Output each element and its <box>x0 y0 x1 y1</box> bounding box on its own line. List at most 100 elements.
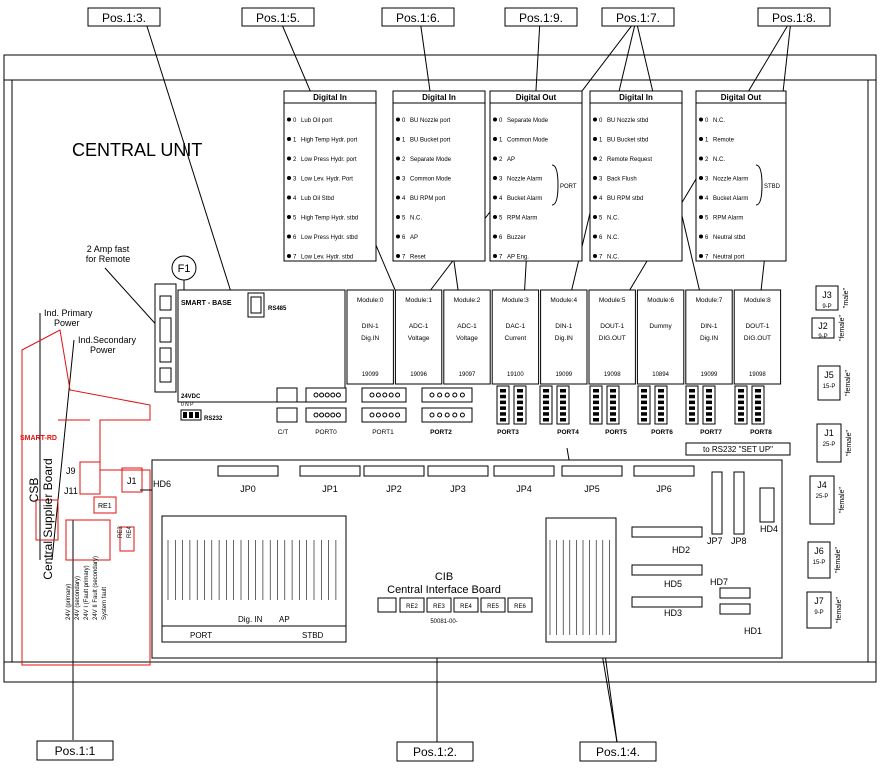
cib-hd1: HD1 <box>744 626 762 636</box>
connector-gender: "female" <box>835 546 842 572</box>
csb-signal: 24V (secondary) <box>75 576 81 620</box>
svg-text:SMART-RD: SMART-RD <box>20 435 57 442</box>
bullet-icon <box>396 195 400 200</box>
connector-gender: "female" <box>845 369 852 395</box>
io-table-title: Digital In <box>313 93 347 102</box>
external-connector: J79-P"female" <box>806 591 843 629</box>
io-row-label: Nozzle Alarm <box>713 177 748 183</box>
bullet-icon <box>593 215 597 219</box>
io-group-label: PORT <box>560 184 577 190</box>
cib-label-stbd: STBD <box>302 631 324 640</box>
cib-jumper-label: JP1 <box>322 484 338 494</box>
callout-pos-1-5: Pos.1:5. <box>256 11 300 25</box>
module-code: 19099 <box>701 372 718 378</box>
bullet-icon <box>287 254 291 258</box>
external-connectors: J39-P"male"J29-P"female"J515-P"female"J1… <box>806 285 853 629</box>
module-type: ADC-1 <box>457 323 477 330</box>
io-row-index: 5 <box>402 216 406 222</box>
io-row-label: Buzzer <box>507 235 526 241</box>
csb-signal-list: 24V (primary)24V (secondary)24V I (Fault… <box>66 526 133 620</box>
io-row-index: 6 <box>402 235 406 241</box>
cib-terminal-left <box>161 515 347 643</box>
module-slot: Module:8 <box>744 297 771 304</box>
smart-base-title: SMART - BASE <box>181 300 232 307</box>
io-row-index: 2 <box>293 157 297 163</box>
io-row-index: 7 <box>402 255 406 261</box>
io-row-index: 3 <box>705 177 709 183</box>
io-row-label: BU RPM port <box>410 196 446 202</box>
module-code: 19096 <box>410 372 427 378</box>
bullet-icon <box>396 156 400 161</box>
cib-board <box>151 459 783 659</box>
terminal-rail <box>154 283 177 393</box>
io-row-index: 4 <box>499 196 503 202</box>
bullet-icon <box>493 176 497 180</box>
cib-jumper-label: JP6 <box>656 484 672 494</box>
connector-id: J2 <box>818 321 828 331</box>
module-desc: Voltage <box>408 335 430 342</box>
io-row-index: 1 <box>499 138 503 144</box>
connector-gender: "female" <box>839 314 846 340</box>
io-row-label: N.C. <box>607 216 619 222</box>
io-row-index: 0 <box>499 118 503 124</box>
io-row-index: 7 <box>599 255 603 261</box>
csb-j11: J11 <box>64 486 78 496</box>
io-row-index: 3 <box>599 177 603 183</box>
io-table-title: Digital In <box>422 93 456 102</box>
ind-secondary-2: Power <box>90 345 116 355</box>
io-row-label: Bucket Alarm <box>713 196 748 202</box>
ind-primary-1: Ind. Primary <box>44 308 93 318</box>
io-row-index: 5 <box>293 216 297 222</box>
io-row-index: 6 <box>499 235 503 241</box>
io-row-index: 7 <box>499 255 503 261</box>
cib-jp7: JP7 <box>707 536 723 546</box>
csb-re1: RE1 <box>98 503 112 510</box>
bullet-icon <box>699 195 703 200</box>
callout-pos-1-4: Pos.1:4. <box>596 745 640 759</box>
bullet-icon <box>699 215 703 219</box>
connector-id: J5 <box>824 370 834 380</box>
module-code: 19097 <box>459 372 476 378</box>
bullet-icon <box>493 195 497 200</box>
io-row-index: 0 <box>402 118 406 124</box>
io-row-index: 6 <box>599 235 603 241</box>
module-slot: Module:7 <box>696 297 723 304</box>
bullet-icon <box>493 234 497 239</box>
port-label: PORT3 <box>497 429 519 436</box>
module-slot: Module:1 <box>405 297 432 304</box>
fuse-label: F1 <box>178 263 191 275</box>
bullet-icon <box>699 234 703 239</box>
cib-jp8: JP8 <box>731 536 747 546</box>
bullet-icon <box>396 215 400 219</box>
callout-pos-1-8: Pos.1:8. <box>772 11 816 25</box>
bullet-icon <box>493 137 497 141</box>
bullet-icon <box>287 176 291 180</box>
rs232-setup-box <box>685 442 791 456</box>
port-label: PORT5 <box>605 429 627 436</box>
io-row-index: 3 <box>499 177 503 183</box>
io-row-index: 0 <box>293 118 297 124</box>
connector-pins: 15-P <box>823 384 836 390</box>
module-slot: Module:0 <box>357 297 384 304</box>
io-row-label: Neutral stbd <box>713 235 745 241</box>
connector-gender: "male" <box>843 287 850 308</box>
module-type: Dummy <box>649 323 672 330</box>
bullet-icon <box>287 156 291 161</box>
csb-signal: 24V I (Fault primary) <box>84 565 90 620</box>
io-row-index: 4 <box>402 196 406 202</box>
ind-primary-2: Power <box>54 318 80 328</box>
bullet-icon <box>396 176 400 180</box>
module-code: 19100 <box>507 372 524 378</box>
io-row-label: Low Press Hydr. port <box>301 157 357 163</box>
io-table-title: Digital Out <box>516 93 557 102</box>
connector-pins: 25-P <box>823 442 836 448</box>
